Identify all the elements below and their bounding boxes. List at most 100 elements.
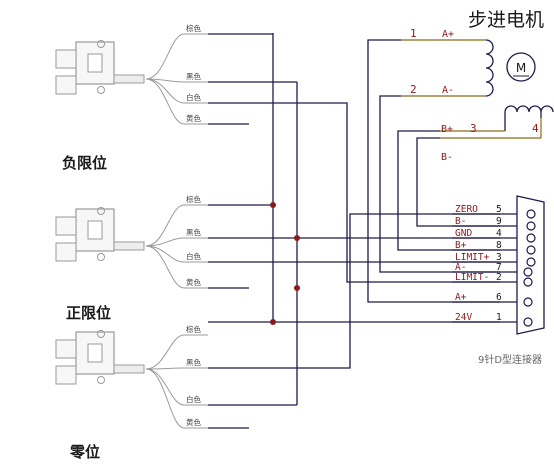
sensor-cable	[113, 364, 145, 374]
mount-hole	[97, 86, 105, 94]
motor-symbol: M	[516, 61, 526, 75]
pin-signal-label: GND	[455, 228, 472, 239]
phase-b-index-right: 4	[532, 122, 539, 135]
pin-number: 8	[496, 240, 502, 251]
wire-neg-white-limit-minus	[208, 102, 500, 283]
mount-hole	[97, 207, 105, 215]
sensor-lead	[145, 368, 208, 406]
junction-dot	[294, 235, 300, 241]
wire-color-label: 黑色	[186, 71, 201, 81]
sensor-lead	[145, 33, 208, 80]
sensor-lead	[145, 367, 208, 370]
pin-hole	[523, 297, 533, 307]
pin-number: 7	[496, 262, 502, 273]
motor-title: 步进电机	[468, 9, 544, 31]
wires	[208, 33, 500, 429]
phase-a-coil	[485, 39, 494, 97]
sensor-lead	[145, 78, 208, 83]
phase-a-minus-index: 2	[410, 83, 417, 96]
connector-pin-row: A+6	[452, 292, 533, 307]
pin-hole	[523, 267, 533, 277]
phase-a-plus-index: 1	[410, 27, 417, 40]
pin-number: 1	[496, 312, 502, 323]
wire-color-label: 白色	[186, 92, 201, 102]
pin-hole	[526, 221, 536, 231]
wire-motor-a-plus	[367, 39, 500, 303]
sensor-lead	[145, 334, 208, 370]
connector-pin-row: ZERO 5	[452, 204, 536, 219]
pin-signal-label: ZERO	[455, 204, 478, 215]
sensor-arm-lower	[55, 75, 77, 95]
phase-b-plus-label: B+	[441, 124, 453, 135]
wire-color-label: 黄色	[186, 277, 201, 287]
connector-pin-row: B+ 8	[452, 240, 536, 255]
pin-number: 6	[496, 292, 502, 303]
pin-signal-label: A-	[455, 262, 466, 273]
wire-color-label: 黑色	[186, 357, 201, 367]
stepper-motor: 步进电机 M 1 A+ 2 A- B+ 3 4 B-	[401, 9, 554, 163]
pin-number: 5	[496, 204, 502, 215]
wire-color-label: 黄色	[186, 417, 201, 427]
pin-signal-label: B-	[455, 216, 466, 227]
sensor-arm-upper	[55, 339, 77, 359]
sensor-cable	[113, 241, 145, 251]
sensor-slot	[87, 343, 103, 363]
wire-motor-b-plus	[397, 130, 500, 251]
junction-dot	[270, 202, 276, 208]
phase-b-coil	[504, 105, 554, 113]
wire-color-label: 棕色	[186, 194, 201, 204]
wire-color-label: 黑色	[186, 227, 201, 237]
pin-hole	[526, 257, 536, 267]
mount-hole	[97, 40, 105, 48]
connector-caption: 9针D型连接器	[478, 353, 542, 366]
pin-signal-label: LIMIT-	[455, 272, 489, 283]
phase-b-plus-index: 3	[470, 122, 477, 135]
motor-symbol-circle	[506, 52, 536, 82]
phase-a-plus-label: A+	[442, 29, 454, 40]
sensor-name: 零位	[69, 443, 100, 461]
connector-pin-row: 24V 1	[452, 312, 533, 327]
sensor-lead	[145, 245, 208, 263]
pin-number: 3	[496, 252, 502, 263]
sensor-slot	[87, 220, 103, 240]
sensor-arm-lower	[55, 365, 77, 385]
wire-zero-black-zero	[208, 213, 500, 369]
connector-pin-row: B- 9	[452, 216, 536, 231]
mount-hole	[97, 376, 105, 384]
pin-number: 4	[496, 228, 502, 239]
pin-number: 2	[496, 272, 502, 283]
wire-motor-a-minus	[379, 95, 500, 273]
pin-number: 9	[496, 216, 502, 227]
wire-color-label: 棕色	[186, 23, 201, 33]
pin-signal-label: LIMIT+	[455, 252, 490, 263]
connector-pin-row: A- 7	[452, 262, 533, 277]
pin-signal-label: 24V	[455, 312, 472, 323]
sensor-name: 正限位	[66, 304, 111, 322]
wire-color-label: 白色	[186, 394, 201, 404]
sensor-slot	[87, 53, 103, 73]
sensor-lead	[145, 368, 208, 429]
phase-a-minus-label: A-	[442, 85, 454, 96]
connector-pin-row: LIMIT- 2	[452, 272, 533, 287]
sensor-lead	[145, 78, 208, 125]
pin-signal-label: B+	[455, 240, 467, 251]
sensor-name: 负限位	[62, 154, 107, 172]
sensor-arm-upper	[55, 216, 77, 236]
sensor-lead	[145, 245, 208, 289]
pin-hole	[526, 209, 536, 219]
junction-dot	[294, 285, 300, 291]
sensor-lead	[145, 204, 208, 247]
pin-hole	[526, 233, 536, 243]
mount-hole	[97, 330, 105, 338]
pin-hole	[526, 245, 536, 255]
sensor-cable	[113, 74, 145, 84]
mount-hole	[97, 253, 105, 261]
junction-dot	[270, 319, 276, 325]
phase-b-minus-label: B-	[441, 152, 453, 163]
